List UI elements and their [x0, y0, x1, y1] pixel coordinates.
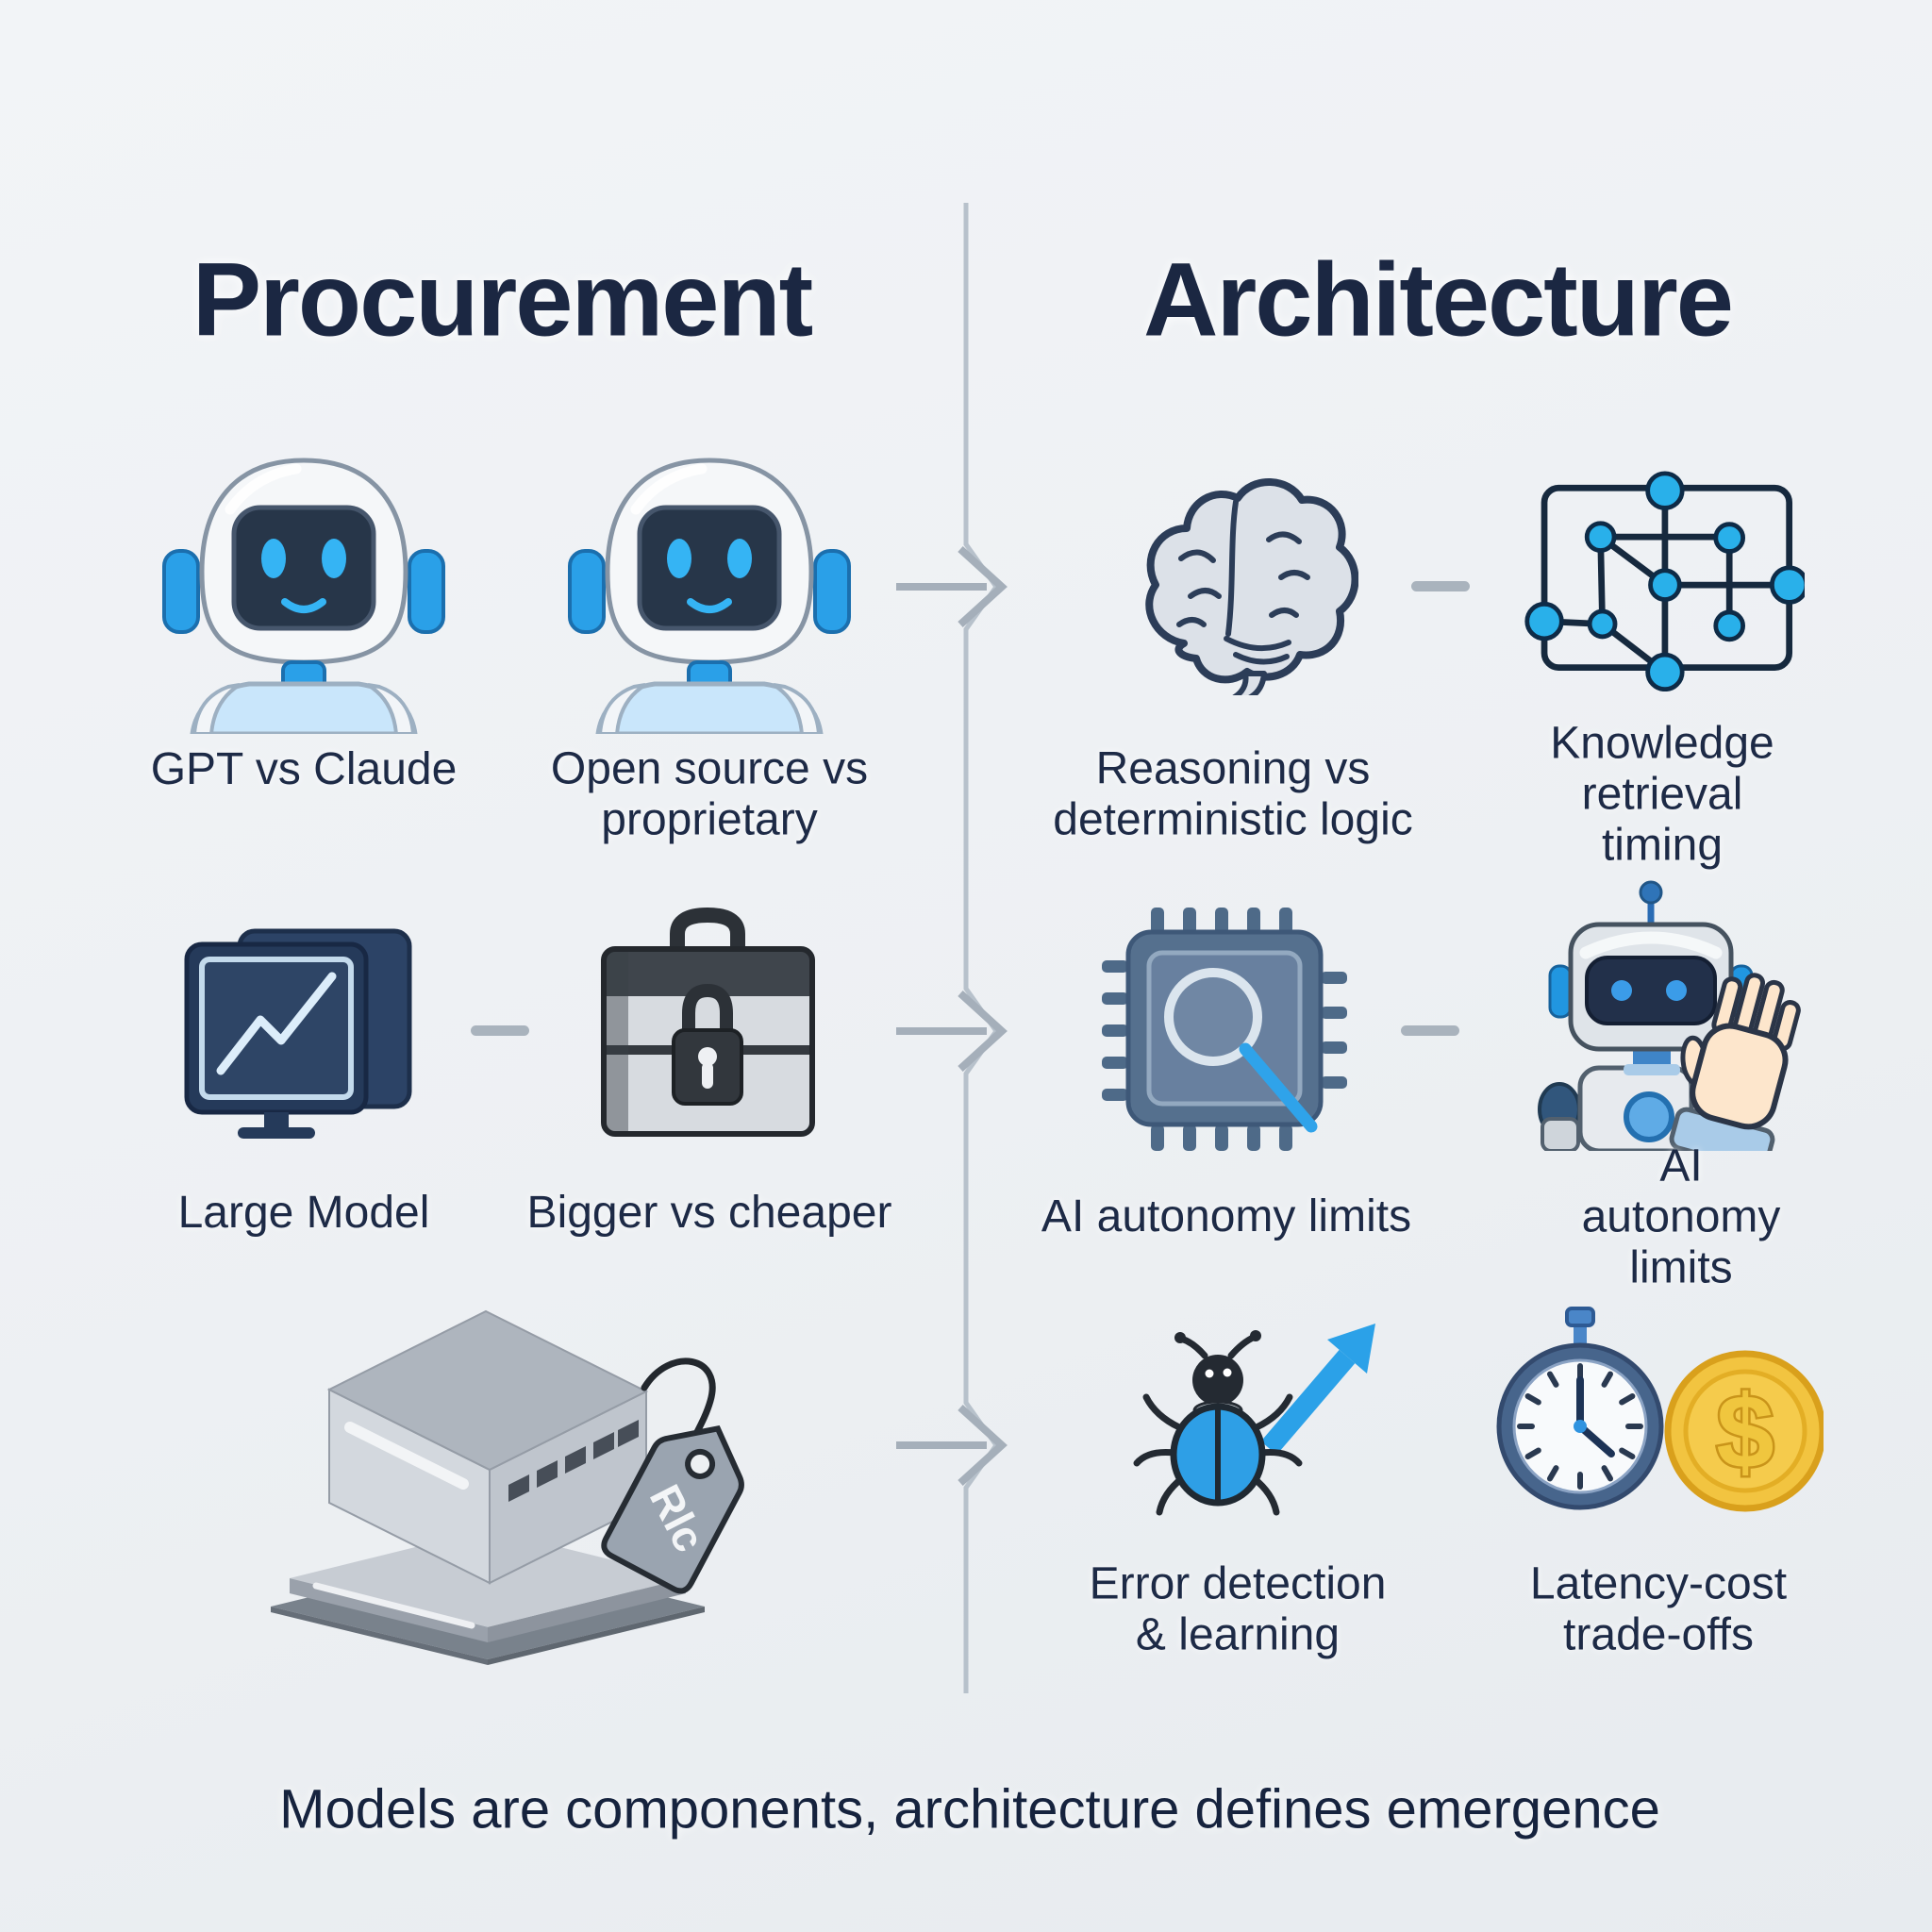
label-bigger-vs-cheaper: Bigger vs cheaper [526, 1188, 892, 1239]
briefcase-lock-icon [601, 907, 815, 1137]
brain-icon [1145, 478, 1358, 695]
label-error-detection-learning: Error detection & learning [1089, 1558, 1387, 1659]
bug-growth-arrow-icon [1133, 1324, 1375, 1516]
label-ai-autonomy-limits-1: AI autonomy limits [1041, 1191, 1412, 1242]
label-large-model: Large Model [177, 1188, 430, 1239]
network-graph-icon [1524, 471, 1805, 691]
pair-dash-icon [471, 581, 1470, 1036]
label-ai-autonomy-limits-2: AI autonomy limits [1581, 1141, 1781, 1292]
robot-stop-hand-icon [1538, 880, 1801, 1151]
dollar-sign: $ [1716, 1374, 1774, 1491]
monitor-chart-icon [184, 928, 412, 1139]
label-reasoning-vs-deterministic: Reasoning vs deterministic logic [1053, 743, 1413, 844]
bottom-caption: Models are components, architecture defi… [279, 1778, 1660, 1840]
label-gpt-vs-claude: GPT vs Claude [150, 744, 458, 795]
stopwatch-dollar-coin-icon: $ [1496, 1307, 1824, 1512]
right-arrow-icon [896, 546, 1008, 1486]
robot-head-icon [162, 458, 445, 734]
label-latency-cost-tradeoffs: Latency-cost trade-offs [1529, 1558, 1788, 1659]
chip-magnifier-icon [1102, 908, 1347, 1151]
price-tag: Rlc [601, 1425, 744, 1594]
right-column-title: Architecture [1143, 242, 1734, 358]
left-column-title: Procurement [192, 242, 814, 358]
label-knowledge-retrieval-timing: Knowledge retrieval timing [1550, 718, 1774, 870]
label-open-source-vs-proprietary: Open source vs proprietary [550, 743, 869, 844]
server-price-tag-icon: Rlc [271, 1309, 744, 1665]
robot-head-icon [568, 458, 851, 734]
